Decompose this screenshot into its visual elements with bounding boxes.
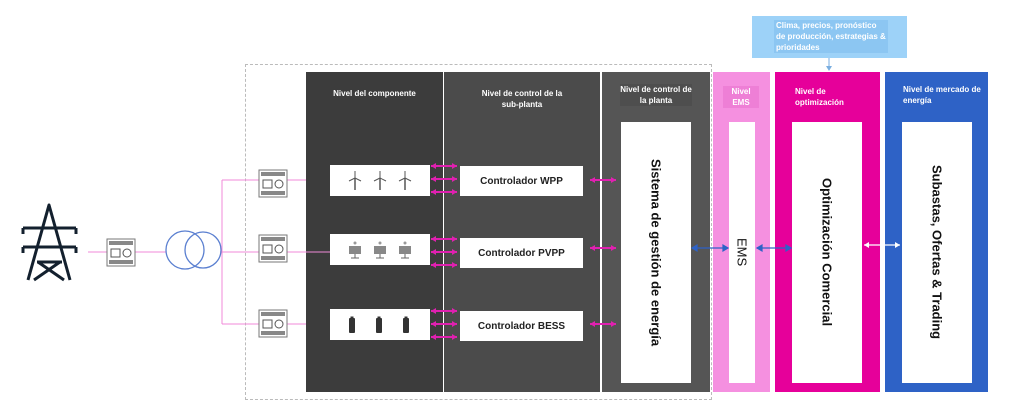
ems-level-column: Nivel EMS EMS [713, 72, 770, 392]
subplant-level-title: Nivel de control de la sub-planta [481, 89, 563, 109]
grid-meter-icon [106, 238, 136, 267]
commercial-optimization-block: Optimización Comercial [792, 122, 862, 383]
market-level-column: Nivel de mercado de energía Subastas, Of… [885, 72, 988, 392]
optimization-level-title: Nivel de optimización [795, 87, 844, 107]
battery-icons [349, 316, 409, 333]
link-arrows [430, 162, 617, 341]
power-lines [88, 179, 330, 325]
commercial-optimization-label: Optimización Comercial [819, 178, 835, 327]
meter-icons [258, 169, 288, 338]
bess-controller-label: Controlador BESS [477, 320, 566, 332]
market-level-title: Nivel de mercado de energía [903, 85, 981, 105]
energy-management-system-label: Sistema de gestión de energía [648, 158, 664, 347]
plant-boundary [245, 64, 712, 400]
pvpp-controller-label: Controlador PVPP [478, 247, 565, 259]
trading-block: Subastas, Ofertas & Trading [902, 122, 972, 383]
bess-controller: Controlador BESS [460, 311, 583, 341]
trading-label: Subastas, Ofertas & Trading [929, 165, 945, 340]
wpp-controller-label: Controlador WPP [480, 175, 563, 187]
input-info-text: Clima, precios, pronóstico de producción… [774, 20, 888, 53]
ems-block: EMS [729, 122, 755, 383]
component-level-title: Nivel del componente [333, 89, 416, 98]
transformer-icon [165, 230, 222, 270]
inter-level-arrows [690, 242, 900, 253]
plant-level-title: Nivel de control de la planta [620, 84, 692, 106]
plant-level-column: Nivel de control de la planta Sistema de… [602, 72, 710, 392]
wind-turbine-icons [348, 170, 412, 191]
transmission-tower-icon [21, 203, 78, 282]
ems-label: EMS [734, 238, 750, 267]
input-info-box: Clima, precios, pronóstico de producción… [752, 16, 907, 58]
pvpp-controller: Controlador PVPP [460, 238, 583, 268]
ems-level-title: Nivel EMS [723, 86, 759, 108]
optimization-level-column: Nivel de optimización Optimización Comer… [775, 72, 880, 392]
solar-panel-icons [348, 241, 412, 259]
energy-management-system-block: Sistema de gestión de energía [621, 122, 691, 383]
wpp-controller: Controlador WPP [460, 166, 583, 196]
